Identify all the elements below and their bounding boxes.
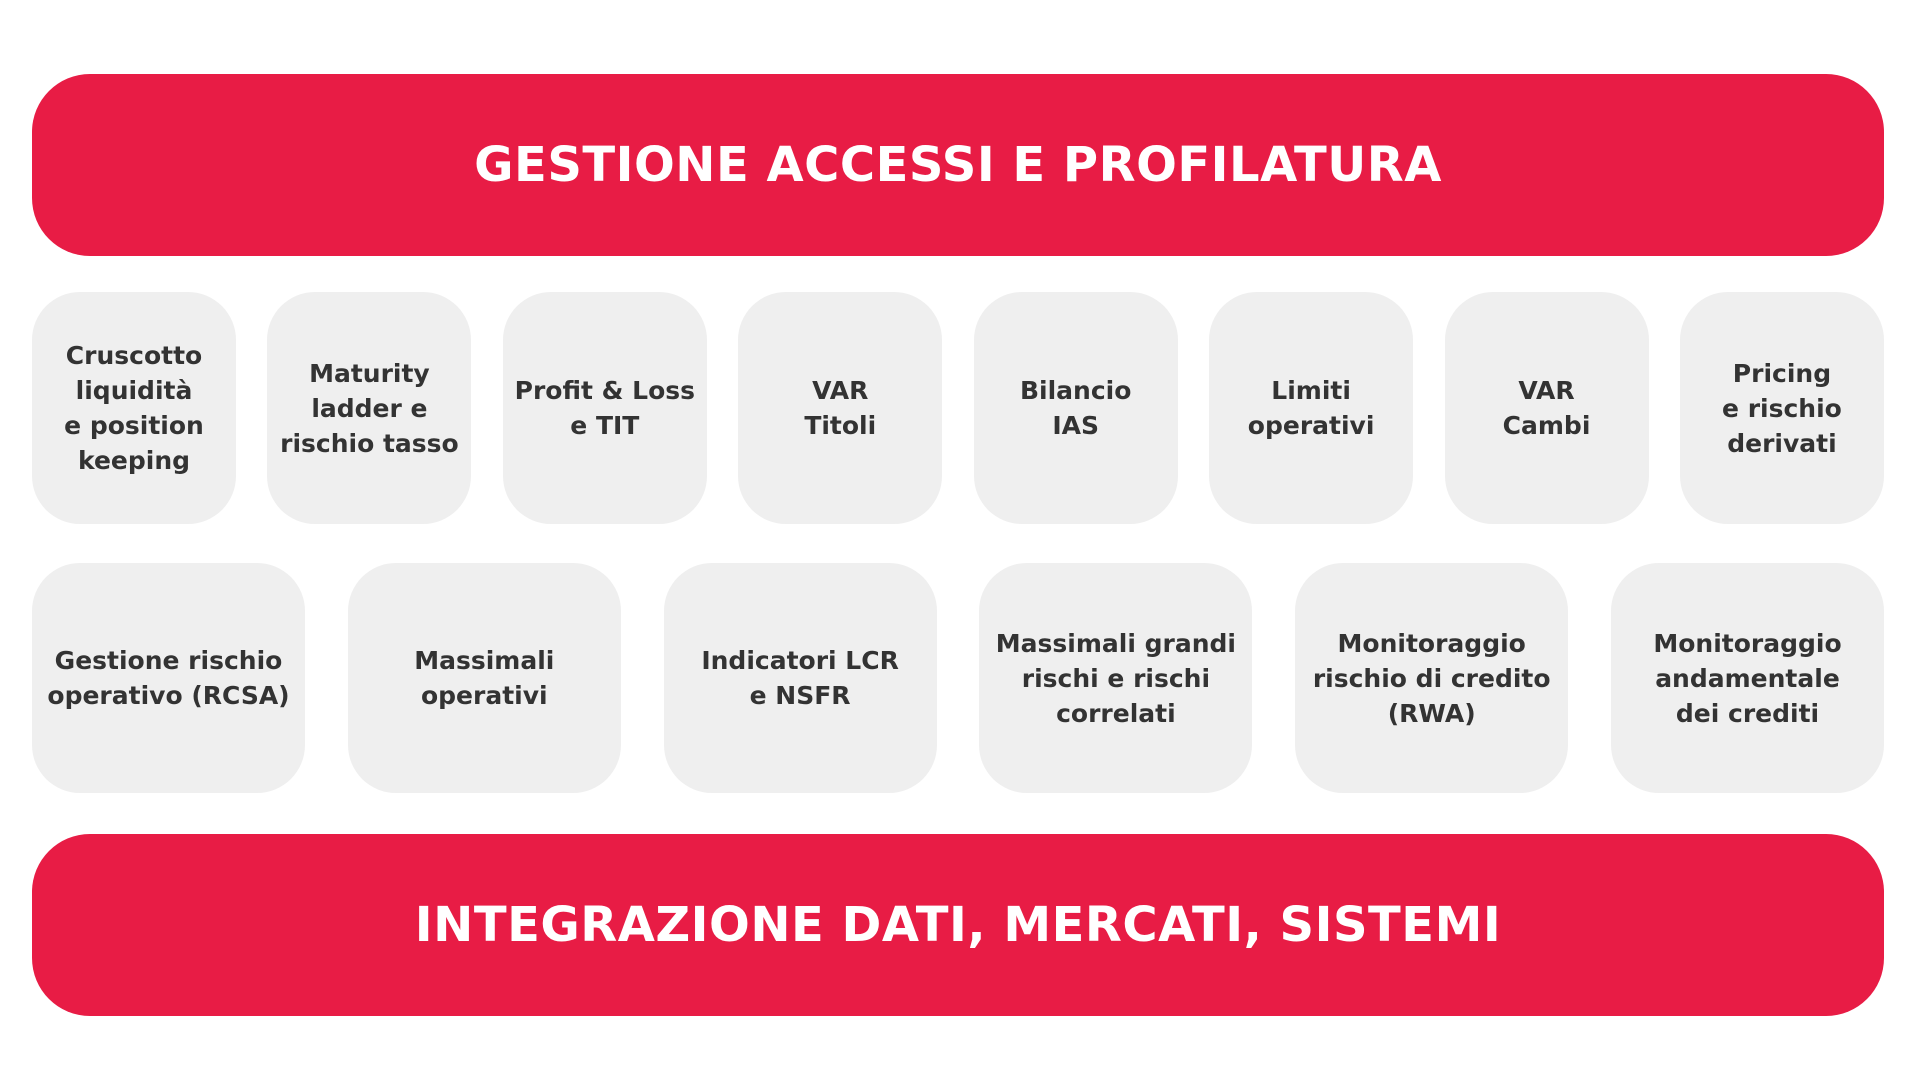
modules-row-1: Cruscotto liquidità e position keeping M… [32, 292, 1884, 524]
module-var-cambi: VAR Cambi [1444, 292, 1649, 524]
module-var-titoli: VAR Titoli [738, 292, 943, 524]
module-massimali-operativi: Massimali operativi [347, 563, 621, 793]
bottom-banner: INTEGRAZIONE DATI, MERCATI, SISTEMI [32, 834, 1884, 1016]
bottom-banner-title: INTEGRAZIONE DATI, MERCATI, SISTEMI [414, 897, 1502, 953]
modules-row-2: Gestione rischio operativo (RCSA) Massim… [32, 563, 1884, 793]
top-banner-title: GESTIONE ACCESSI E PROFILATURA [474, 137, 1442, 193]
module-maturity-ladder: Maturity ladder e rischio tasso [267, 292, 472, 524]
module-pricing-derivati: Pricing e rischio derivati [1679, 292, 1884, 524]
top-banner: GESTIONE ACCESSI E PROFILATURA [32, 74, 1884, 256]
module-cruscotto-liquidita: Cruscotto liquidità e position keeping [32, 292, 236, 524]
module-indicatori-lcr-nsfr: Indicatori LCR e NSFR [663, 563, 937, 793]
module-rischio-credito-rwa: Monitoraggio rischio di credito (RWA) [1295, 563, 1569, 793]
module-bilancio-ias: Bilancio IAS [973, 292, 1178, 524]
module-profit-loss: Profit & Loss e TIT [502, 292, 707, 524]
module-andamentale-crediti: Monitoraggio andamentale dei crediti [1610, 563, 1884, 793]
module-rischio-operativo: Gestione rischio operativo (RCSA) [32, 563, 305, 793]
module-massimali-grandi-rischi: Massimali grandi rischi e rischi correla… [979, 563, 1253, 793]
module-limiti-operativi: Limiti operativi [1209, 292, 1414, 524]
